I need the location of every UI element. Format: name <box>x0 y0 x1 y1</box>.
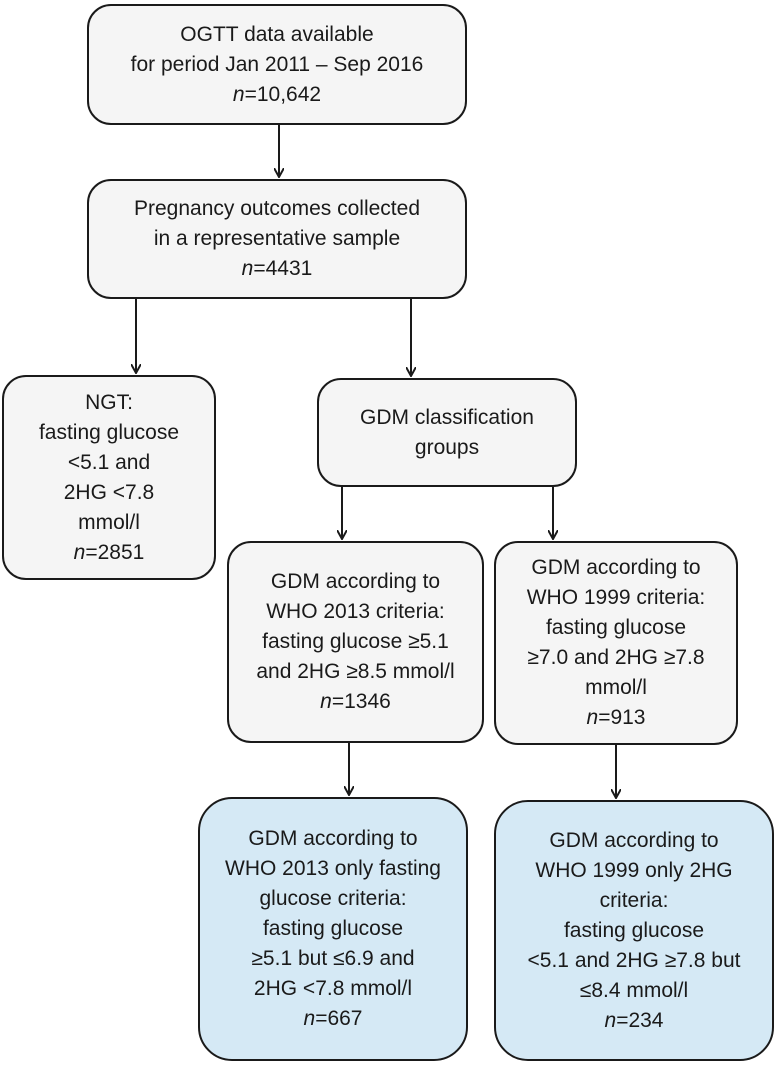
box-who-1999-criteria: GDM according to WHO 1999 criteria: fast… <box>494 541 738 745</box>
box-outcomes-line-2: in a representative sample <box>153 227 401 250</box>
box-ogtt-line-2: for period Jan 2011 – Sep 2016 <box>130 52 424 76</box>
box-who2013-fasting-line-3: glucose criteria: <box>259 887 407 910</box>
box-who2013-n-label: n <box>320 690 332 713</box>
box-ngt-n-label: n <box>73 540 86 564</box>
box-who1999-2hg-n-label: n <box>604 1008 617 1032</box>
box-ogtt-line-1: OGTT data available <box>180 22 374 46</box>
box-who1999-2hg-n-value: =234 <box>616 1008 664 1032</box>
box-ogtt-count: n=10,642 <box>233 80 321 110</box>
box-ngt: NGT: fasting glucose <5.1 and 2HG <7.8 m… <box>2 375 216 580</box>
box-who-2013-criteria: GDM according to WHO 2013 criteria: fast… <box>227 541 484 743</box>
box-who-2013-fasting-only: GDM according to WHO 2013 only fasting g… <box>198 797 468 1061</box>
box-who2013-count: n=1346 <box>320 687 391 717</box>
box-who1999-2hg-line-1: GDM according to <box>549 828 719 852</box>
box-who2013-n-value: =1346 <box>331 690 391 713</box>
box-gdm-groups-line-1: GDM classification <box>360 405 534 429</box>
box-who1999-n-value: =913 <box>598 706 646 729</box>
box-who1999-2hg-line-6: ≤8.4 mmol/l <box>579 978 689 1002</box>
box-ngt-line-5: mmol/l <box>78 510 140 534</box>
box-outcomes-line-1: Pregnancy outcomes collected <box>134 197 420 220</box>
box-who2013-fasting-n-label: n <box>303 1007 316 1030</box>
box-who1999-line-2: WHO 1999 criteria: <box>526 586 706 609</box>
box-gdm-groups-line-2: groups <box>414 435 480 459</box>
box-who1999-n-label: n <box>586 706 599 729</box>
box-who2013-line-3: fasting glucose ≥5.1 <box>262 630 449 653</box>
box-ngt-line-4: 2HG <7.8 <box>63 480 155 504</box>
box-ogtt-data: OGTT data available for period Jan 2011 … <box>87 4 467 125</box>
box-who2013-fasting-line-4: fasting glucose <box>262 917 404 940</box>
box-who2013-fasting-n-value: =667 <box>315 1007 363 1030</box>
box-who1999-line-1: GDM according to <box>531 556 701 579</box>
box-who2013-fasting-count: n=667 <box>304 1004 363 1034</box>
box-ngt-line-3: <5.1 and <box>67 450 151 474</box>
box-who1999-count: n=913 <box>587 703 646 733</box>
box-who2013-line-1: GDM according to <box>270 570 441 593</box>
box-ngt-line-1: NGT: <box>85 390 133 414</box>
box-ogtt-n-value: =10,642 <box>244 82 322 106</box>
box-outcomes-count: n=4431 <box>242 254 313 284</box>
box-who1999-2hg-line-3: criteria: <box>599 888 669 912</box>
box-who2013-fasting-line-6: 2HG <7.8 mmol/l <box>253 977 413 1000</box>
box-ogtt-n-label: n <box>232 82 245 106</box>
box-who2013-fasting-line-2: WHO 2013 only fasting <box>225 857 441 880</box>
box-outcomes-n-value: =4431 <box>253 257 313 280</box>
box-who2013-fasting-line-1: GDM according to <box>248 827 418 850</box>
box-who2013-line-2: WHO 2013 criteria: <box>266 600 445 623</box>
box-gdm-classification-groups: GDM classification groups <box>317 378 577 487</box>
box-who-1999-2hg-only: GDM according to WHO 1999 only 2HG crite… <box>494 800 774 1061</box>
box-who2013-fasting-line-5: ≥5.1 but ≤6.9 and <box>251 947 415 970</box>
box-who1999-2hg-count: n=234 <box>605 1006 664 1036</box>
box-who1999-line-5: mmol/l <box>585 676 647 699</box>
box-pregnancy-outcomes: Pregnancy outcomes collected in a repres… <box>87 179 467 299</box>
box-who1999-line-4: ≥7.0 and 2HG ≥7.8 <box>527 646 705 669</box>
box-outcomes-n-label: n <box>241 257 254 280</box>
box-ngt-n-value: =2851 <box>85 540 145 564</box>
box-who1999-2hg-line-5: <5.1 and 2HG ≥7.8 but <box>527 948 741 972</box>
box-who2013-line-4: and 2HG ≥8.5 mmol/l <box>256 660 455 683</box>
box-who1999-line-3: fasting glucose <box>545 616 687 639</box>
box-ngt-count: n=2851 <box>74 538 145 568</box>
box-who1999-2hg-line-4: fasting glucose <box>563 918 705 942</box>
box-who1999-2hg-line-2: WHO 1999 only 2HG <box>535 858 733 882</box>
box-ngt-line-2: fasting glucose <box>38 420 180 444</box>
